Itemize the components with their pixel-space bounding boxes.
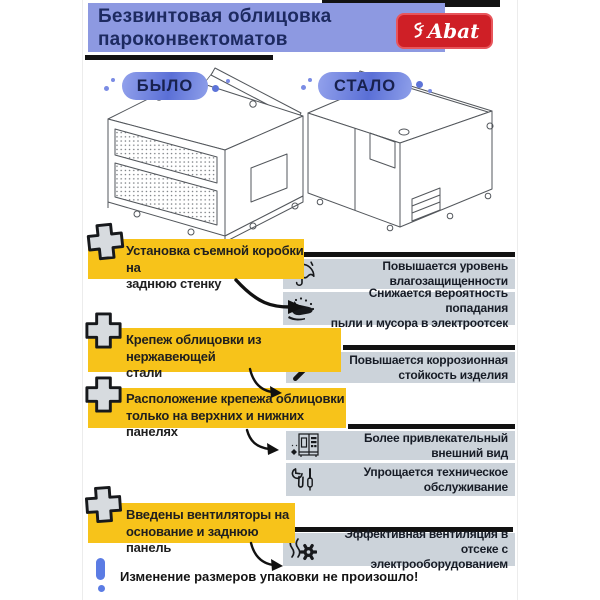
header-accent-bar-bottom — [85, 55, 273, 60]
change-line: заднюю стенку — [126, 276, 222, 291]
curved-arrow-icon — [245, 428, 279, 455]
change-block-fans: Введены вентиляторы на основание и задню… — [88, 503, 295, 555]
benefit-effective-ventilation: Эффективная вентиляция в отсеке с электр… — [283, 527, 515, 571]
splash-dot — [212, 85, 219, 92]
change-line: Расположение крепежа облицовки — [126, 391, 345, 406]
after-label: СТАЛО — [318, 72, 412, 100]
benefit-line: влагозащищенности — [389, 274, 508, 288]
benefit-line: обслуживание — [423, 479, 508, 494]
splash-dot — [111, 78, 115, 82]
benefit-line: пыли и мусора в электроотсек — [330, 315, 508, 330]
curved-arrow-icon — [234, 278, 304, 314]
change-line: стали — [126, 365, 163, 380]
page-title: Безвинтовая облицовка пароконвектоматов — [88, 3, 445, 52]
brand-logo: Abat — [396, 13, 493, 49]
benefit-accent-bar — [348, 424, 515, 429]
footer-note: Изменение размеров упаковки не произошло… — [120, 569, 419, 584]
plus-icon — [85, 376, 122, 413]
curved-arrow-icon — [248, 367, 282, 398]
exclamation-icon — [96, 558, 105, 580]
change-block-fastener-location: Расположение крепежа облицовки только на… — [88, 388, 346, 439]
page-edge-left — [82, 0, 83, 600]
change-line: только на верхних и нижних панелях — [126, 407, 304, 440]
benefit-accent-bar — [290, 252, 515, 257]
benefit-line: Снижается вероятность попадания — [368, 286, 508, 316]
benefit-line: Повышается коррозионная — [349, 352, 508, 367]
splash-dot — [104, 86, 109, 91]
plus-icon — [86, 222, 125, 261]
page-edge-right — [517, 0, 518, 600]
splash-dot — [301, 85, 306, 90]
benefit-moisture-protection: Повышается уровень влагозащищенности — [283, 259, 515, 289]
splash-dot — [226, 79, 230, 83]
change-line: основание и заднюю панель — [126, 523, 259, 556]
benefit-line: электрооборудованием — [370, 556, 509, 571]
page-title-line2: пароконвектоматов — [98, 29, 288, 50]
exclamation-icon-dot — [98, 585, 105, 592]
plus-icon — [85, 486, 122, 523]
benefit-accent-bar — [343, 345, 515, 350]
benefit-easier-maintenance: Упрощается техническое обслуживание — [286, 463, 515, 496]
splash-dot — [416, 81, 423, 88]
brand-name: Abat — [427, 19, 480, 43]
change-line: Введены вентиляторы на — [126, 507, 290, 522]
page-title-line1: Безвинтовая облицовка — [98, 6, 332, 27]
benefit-line: Более привлекательный — [363, 430, 508, 445]
benefit-appearance: Более привлекательный внешний вид — [286, 431, 515, 460]
oven-sparkle-icon — [291, 432, 319, 457]
change-block-removable-box: Установка съемной коробки на заднюю стен… — [88, 239, 304, 291]
splash-dot — [308, 78, 312, 82]
before-label: БЫЛО — [122, 72, 208, 100]
change-line: Установка съемной коробки на — [126, 243, 304, 275]
benefit-line: внешний вид — [431, 445, 508, 460]
tools-icon — [291, 467, 313, 491]
benefit-line: Повышается уровень — [382, 259, 508, 274]
benefit-line: Эффективная вентиляция в отсеке с — [344, 527, 508, 557]
benefit-line: стойкость изделия — [398, 367, 508, 382]
splash-dot — [428, 89, 432, 93]
benefit-line: Упрощается техническое — [363, 464, 509, 479]
change-block-stainless-fasteners: Крепеж облицовки из нержавеющей стали — [88, 328, 341, 380]
brand-flame-icon — [414, 21, 424, 38]
plus-icon — [85, 312, 122, 349]
curved-arrow-icon — [249, 541, 283, 571]
change-line: Крепеж облицовки из нержавеющей — [126, 332, 262, 364]
benefit-accent-bar — [291, 527, 513, 532]
benefit-less-dust: Снижается вероятность попадания пыли и м… — [283, 286, 515, 330]
